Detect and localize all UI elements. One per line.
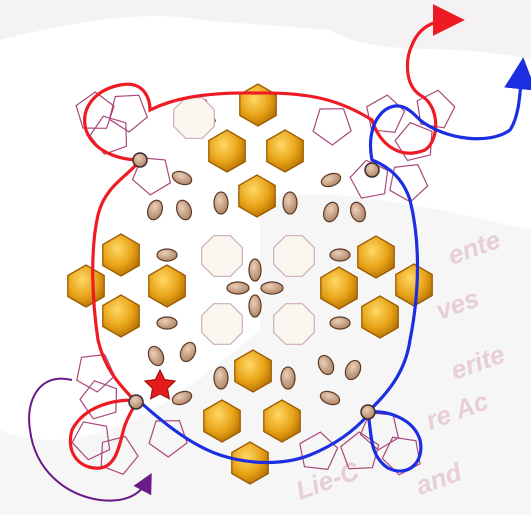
brown-ellipse-icon — [249, 259, 261, 281]
brown-ellipse-icon — [330, 249, 350, 261]
brown-ellipse-icon — [330, 317, 350, 329]
brown-ellipse-icon — [249, 295, 261, 317]
brown-ellipse-icon — [261, 282, 283, 294]
brown-ellipse-icon — [283, 192, 297, 214]
light-octagon-icon — [274, 304, 315, 345]
light-octagon-icon — [174, 98, 215, 139]
curve-node-icon — [133, 153, 147, 167]
brown-ellipse-icon — [157, 317, 177, 329]
curve-node-icon — [129, 395, 143, 409]
curve-node-icon — [361, 405, 375, 419]
brown-ellipse-icon — [227, 282, 249, 294]
light-octagon-icon — [202, 236, 243, 277]
brown-ellipse-icon — [281, 367, 295, 389]
brown-ellipse-icon — [157, 249, 177, 261]
curve-node-icon — [365, 163, 379, 177]
light-octagon-icon — [274, 236, 315, 277]
brown-ellipse-icon — [214, 192, 228, 214]
light-octagon-icon — [202, 304, 243, 345]
brown-ellipse-icon — [214, 367, 228, 389]
